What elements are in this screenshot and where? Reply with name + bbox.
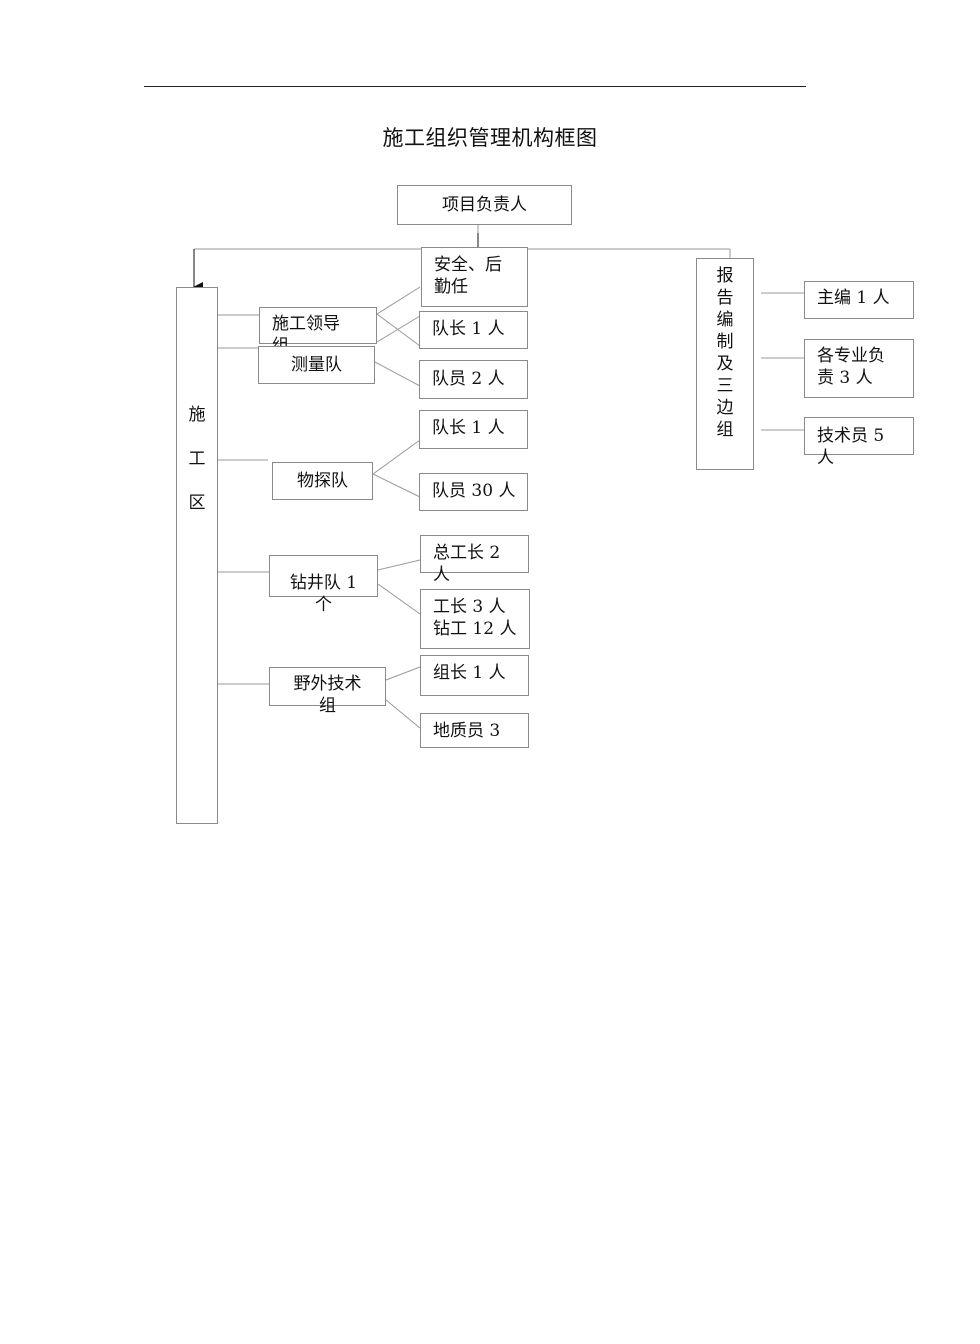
geologist-box: 地质员 3 (420, 713, 529, 748)
diagram-title: 施工组织管理机构框图 (382, 126, 598, 150)
specialists-box: 各专业负 责 3 人 (804, 339, 914, 398)
geo-member-box: 队员 30 人 (419, 473, 528, 511)
drill-team-box: 钻井队 1 个 (269, 555, 378, 615)
safety-logistics-box: 安全、后 勤任 (421, 247, 528, 307)
report-group-box: 报 告 编 制 及 三 边 组 (696, 258, 754, 470)
survey-team-box: 测量队 (258, 346, 375, 384)
field-leader-box: 组长 1 人 (420, 655, 529, 696)
header-rule (144, 86, 806, 87)
connector-lines (193, 225, 804, 729)
geo-captain-box: 队长 1 人 (419, 410, 528, 449)
drill-chief-box: 总工长 2 人 (420, 535, 529, 585)
field-tech-group-box: 野外技术 组 (269, 667, 386, 716)
drill-worker-box: 工长 3 人 钻工 12 人 (420, 589, 530, 649)
construction-area-box: 施 工 区 (176, 287, 218, 824)
survey-member-box: 队员 2 人 (419, 360, 528, 399)
technicians-box: 技术员 5 人 (804, 417, 914, 468)
leader-group-box: 施工领导 组 (259, 307, 377, 356)
chief-editor-box: 主编 1 人 (804, 281, 914, 319)
survey-captain-box: 队长 1 人 (419, 311, 528, 349)
geo-team-box: 物探队 (272, 462, 373, 500)
project-leader-box: 项目负责人 (397, 185, 572, 225)
